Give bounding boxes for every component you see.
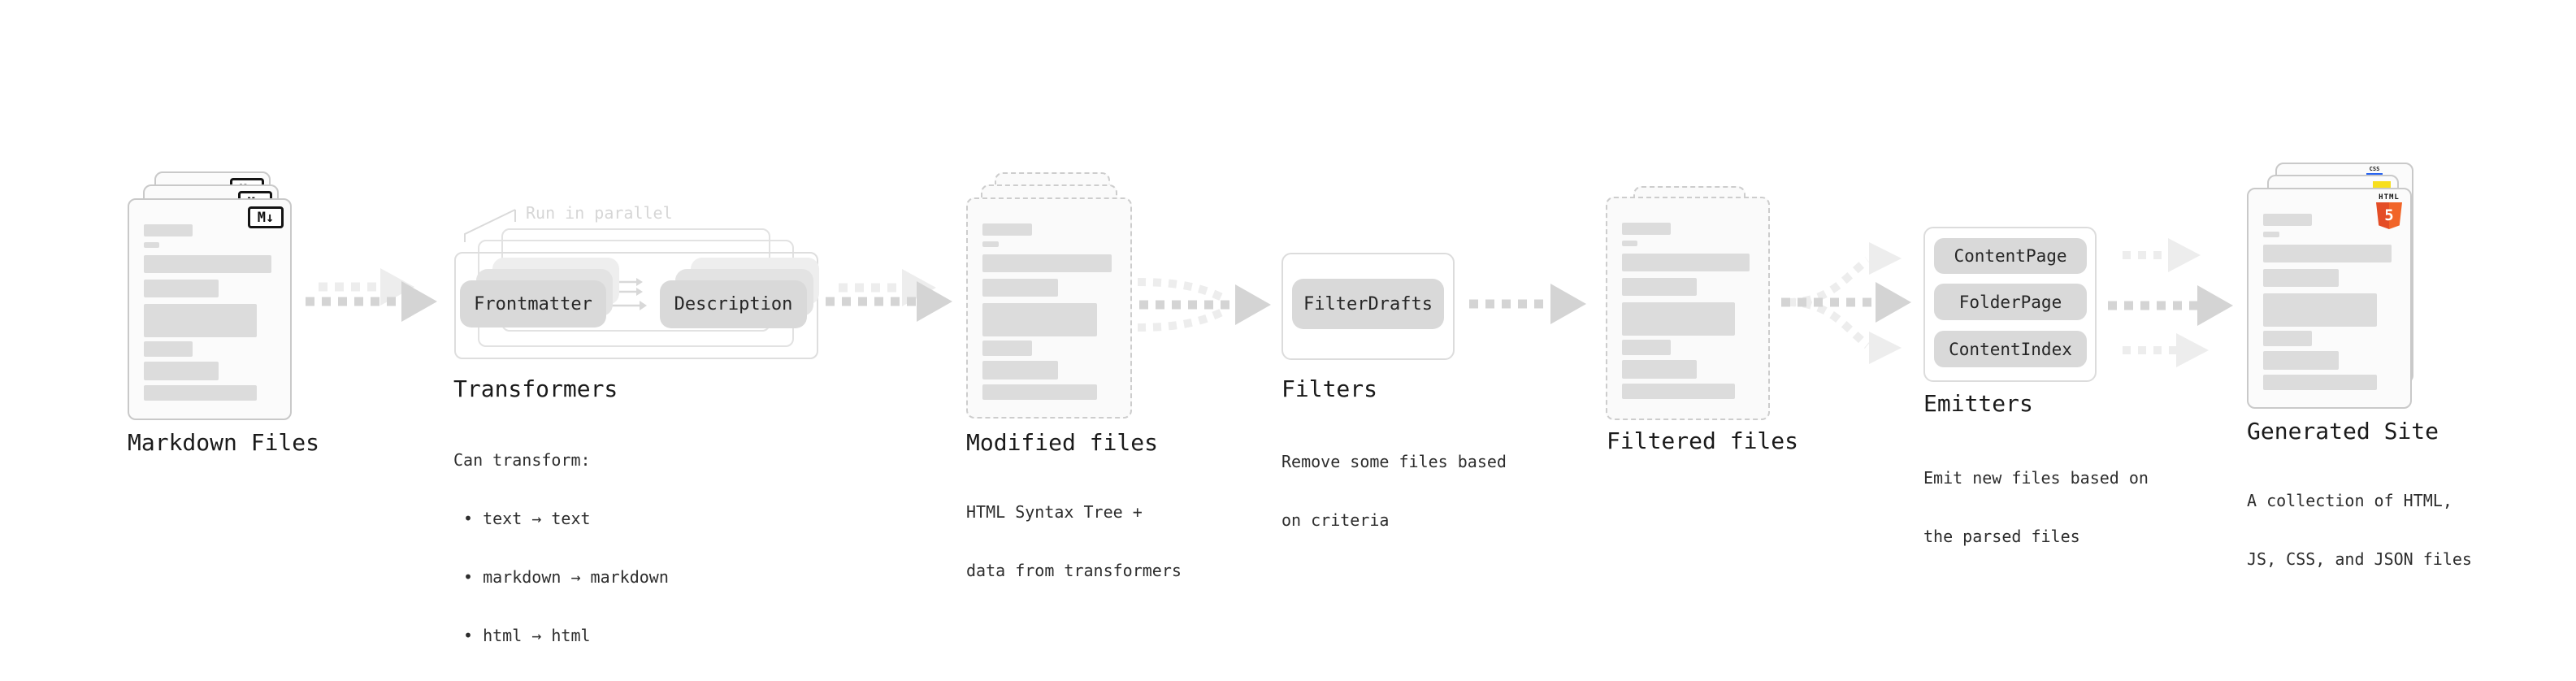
- html5-icon-number: 5: [2384, 206, 2394, 224]
- filters-description: Remove some files based on criteria: [1281, 413, 1507, 569]
- node-contentpage: ContentPage: [1934, 238, 2087, 274]
- placeholder-bar: [982, 361, 1059, 380]
- placeholder-bar: [982, 223, 1032, 236]
- node-description: Description: [660, 280, 807, 328]
- doc-placeholder-lines: [1622, 198, 1754, 419]
- placeholder-bar: [1622, 360, 1698, 379]
- doc-placeholder-lines: [982, 199, 1116, 417]
- placeholder-bar: [2263, 293, 2378, 327]
- modified-doc-front: [966, 197, 1132, 419]
- placeholder-bar: [982, 303, 1098, 336]
- placeholder-bar: [1622, 302, 1736, 336]
- placeholder-bar: [1622, 340, 1671, 355]
- generated-desc-line: JS, CSS, and JSON files: [2247, 549, 2472, 569]
- transformers-label: Transformers: [453, 375, 618, 402]
- placeholder-bar: [982, 241, 999, 247]
- placeholder-bar: [144, 362, 219, 380]
- filtered-doc-front: [1606, 197, 1770, 420]
- placeholder-bar: [2263, 331, 2313, 346]
- transformers-bullet: • html → html: [463, 626, 591, 645]
- placeholder-bar: [2263, 245, 2392, 262]
- placeholder-bar: [982, 384, 1098, 400]
- arrow-emitters-to-generated: [2108, 238, 2233, 367]
- placeholder-bar: [144, 304, 258, 337]
- transformers-desc-heading: Can transform:: [453, 450, 591, 470]
- modified-files-label: Modified files: [966, 429, 1159, 456]
- placeholder-bar: [2263, 351, 2339, 370]
- callout-line: [464, 209, 516, 242]
- transformers-description: Can transform: • text → text • markdown …: [453, 411, 669, 681]
- doc-placeholder-lines: [144, 200, 275, 419]
- markdown-doc-front: M↓: [128, 198, 292, 420]
- placeholder-bar: [2263, 214, 2313, 226]
- transformer-box-front: [454, 252, 818, 359]
- generated-doc-html: HTML 5: [2247, 188, 2412, 409]
- arrow-transformers-to-modified: [826, 269, 952, 322]
- transformers-bullet: • text → text: [463, 509, 591, 528]
- arrow-markdown-to-transformers: [306, 268, 437, 322]
- filters-desc-line: on criteria: [1281, 510, 1390, 530]
- modified-desc-line: data from transformers: [966, 561, 1182, 580]
- emitters-description: Emit new files based on the parsed files: [1923, 429, 2149, 585]
- node-folderpage: FolderPage: [1934, 284, 2087, 320]
- placeholder-bar: [982, 254, 1112, 272]
- doc-placeholder-lines: [2263, 189, 2396, 407]
- placeholder-bar: [2263, 375, 2378, 390]
- placeholder-bar: [144, 280, 219, 297]
- placeholder-bar: [144, 255, 272, 273]
- generated-site-description: A collection of HTML, JS, CSS, and JSON …: [2247, 452, 2472, 608]
- placeholder-bar: [144, 341, 193, 357]
- emitters-desc-line: the parsed files: [1923, 527, 2080, 546]
- node-frontmatter: Frontmatter: [460, 280, 606, 327]
- emitters-desc-line: Emit new files based on: [1923, 468, 2149, 488]
- placeholder-bar: [1622, 278, 1698, 296]
- node-filterdrafts: FilterDrafts: [1292, 279, 1444, 329]
- run-in-parallel-callout: Run in parallel: [526, 203, 673, 223]
- markdown-files-label: Markdown Files: [128, 429, 320, 456]
- node-contentindex: ContentIndex: [1934, 331, 2087, 367]
- modified-files-description: HTML Syntax Tree + data from transformer…: [966, 463, 1182, 619]
- placeholder-bar: [1622, 384, 1736, 399]
- emitters-label: Emitters: [1923, 390, 2033, 417]
- placeholder-bar: [144, 242, 160, 248]
- placeholder-bar: [982, 279, 1059, 297]
- filtered-files-label: Filtered files: [1607, 427, 1799, 454]
- html5-icon: HTML 5: [2376, 193, 2402, 229]
- placeholder-bar: [2263, 269, 2339, 287]
- placeholder-bar: [1622, 254, 1750, 271]
- placeholder-bar: [982, 340, 1032, 356]
- generated-site-label: Generated Site: [2247, 418, 2439, 445]
- placeholder-bar: [1622, 241, 1638, 246]
- filters-label: Filters: [1281, 375, 1378, 402]
- placeholder-bar: [1622, 223, 1671, 235]
- html5-icon-shield: 5: [2376, 202, 2402, 229]
- transformers-bullet: • markdown → markdown: [463, 567, 669, 587]
- arrow-modified-to-filters: [1137, 278, 1271, 332]
- arrow-filtered-to-emitters: [1781, 242, 1911, 364]
- html5-icon-word: HTML: [2379, 193, 2400, 202]
- generated-desc-line: A collection of HTML,: [2247, 491, 2452, 510]
- filters-desc-line: Remove some files based: [1281, 452, 1507, 471]
- arrow-filters-to-filtered: [1469, 284, 1586, 324]
- placeholder-bar: [144, 385, 258, 401]
- modified-desc-line: HTML Syntax Tree +: [966, 502, 1143, 522]
- placeholder-bar: [144, 224, 193, 236]
- placeholder-bar: [2263, 232, 2279, 237]
- markdown-icon: M↓: [248, 206, 284, 228]
